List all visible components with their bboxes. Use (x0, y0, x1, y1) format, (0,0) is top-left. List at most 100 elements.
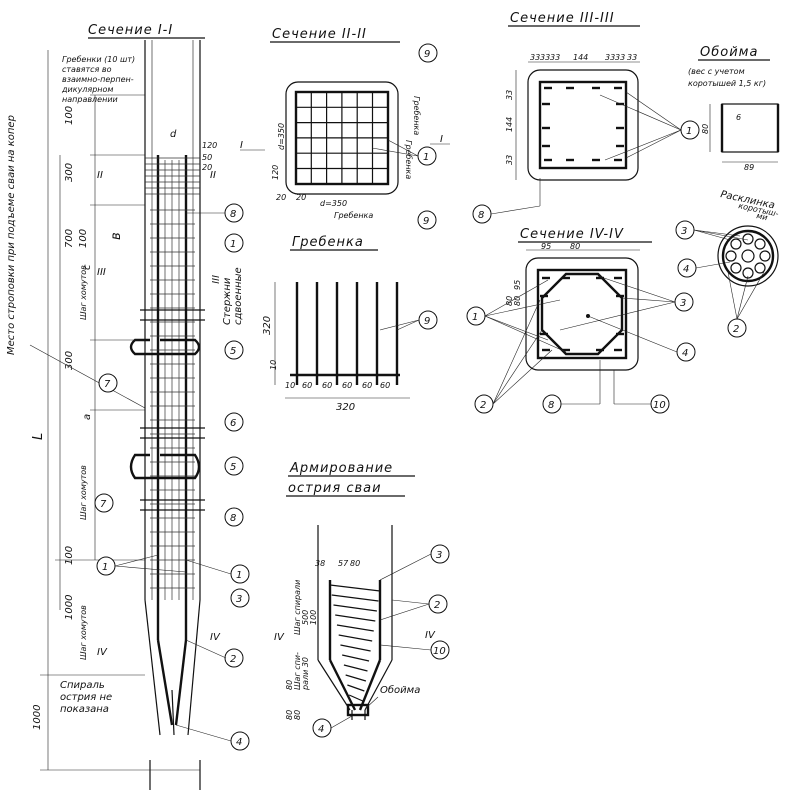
heading-section-1: Сечение I-I (88, 23, 173, 38)
spacer-rod (742, 233, 754, 245)
dim-100-mid: 100 (78, 229, 89, 248)
heading-spacer-3: ми (756, 211, 769, 222)
dim-s3-33g: 33 (505, 90, 514, 100)
spacer-rod (730, 262, 742, 274)
note-combs-2: ставятся во (62, 65, 112, 74)
note-spiral-2: острия не (60, 692, 112, 703)
svg-text:3: 3 (436, 550, 442, 561)
dim-l: L (31, 432, 46, 440)
dim-s3-33e: 33 (615, 53, 625, 62)
dim-s3-144-v: 144 (505, 117, 514, 132)
dim-1000-tip: 1000 (32, 705, 43, 730)
callout-5a: 5 (224, 340, 244, 360)
dim-500: 500 (301, 610, 310, 625)
dim-tip-80b: 80 (285, 710, 294, 720)
dim-80-tip: 80 (350, 559, 360, 568)
note-clamp-weight-2: коротышей 1,5 кг) (688, 79, 766, 88)
svg-text:2: 2 (434, 600, 440, 611)
stirrups (140, 209, 205, 589)
callout-2a: 2 (224, 648, 244, 668)
dim-comb-320-h: 320 (336, 402, 355, 413)
dim-s3-33h: 33 (505, 155, 514, 165)
dim-350-horizontal: d=350 (320, 199, 347, 208)
callout-2b: 2 (428, 594, 448, 614)
spacer-rod (759, 250, 771, 262)
callout-10b: 10 (650, 394, 670, 414)
section-4-cage (536, 268, 628, 360)
note-spiral-step-3: рали 30 (301, 657, 310, 691)
svg-text:1: 1 (686, 126, 692, 137)
note-spiral-3: показана (60, 704, 109, 715)
note-stirrup-step-1: Шаг хомутов (79, 265, 88, 320)
dim-100-low: 100 (64, 546, 75, 565)
svg-text:8: 8 (478, 210, 484, 221)
dim-tip-100: 100 (309, 610, 318, 625)
note-clamp-weight: (вес с учетом (688, 67, 745, 76)
dim-clamp-89: 89 (744, 163, 754, 172)
callout-9c: 9 (418, 310, 438, 330)
svg-text:4: 4 (683, 264, 689, 275)
section-2-outline (285, 81, 399, 195)
note-spiral: Спираль (60, 680, 105, 691)
label-comb-side-2: Гребенка (404, 140, 413, 179)
svg-text:7: 7 (100, 499, 107, 510)
spacer-rod (742, 267, 754, 279)
cut-IV-right: IV (210, 632, 221, 643)
dim-b: в (109, 231, 124, 240)
note-sling: Место строповки при подъеме сваи на копе… (6, 115, 17, 355)
note-combs: Гребенки (10 шт) (62, 55, 135, 64)
dim-c: c (82, 264, 93, 270)
section-4-outline (525, 257, 639, 371)
clamp-drawing (721, 103, 779, 153)
lifting-loop-upper (129, 338, 201, 356)
dim-comb-60-5: 60 (380, 381, 390, 390)
note-combs-5: направлении (62, 95, 118, 104)
lifting-loop-lower (129, 453, 201, 480)
svg-text:3: 3 (680, 298, 686, 309)
svg-text:3: 3 (681, 226, 687, 237)
callout-1a: 1 (224, 233, 244, 253)
dim-38: 38 (315, 559, 325, 568)
heading-tip-2: острия сваи (288, 481, 382, 496)
callout-7a: 7 (98, 373, 118, 393)
dim-s4-80-h: 80 (570, 242, 580, 251)
label-comb-side: Гребенка (412, 96, 421, 135)
callout-4b: 4 (312, 718, 332, 738)
svg-text:3: 3 (236, 594, 242, 605)
spacer-outer (717, 225, 779, 287)
svg-text:5: 5 (230, 346, 236, 357)
section-2-combs (296, 92, 388, 184)
callout-6: 6 (224, 412, 244, 432)
cut-IV-tip-right: IV (425, 630, 436, 641)
svg-text:2: 2 (230, 654, 236, 665)
cut-I-right: I (440, 134, 443, 145)
callout-9b: 9 (417, 210, 437, 230)
dim-comb-10-h: 10 (285, 381, 295, 390)
svg-text:2: 2 (733, 324, 739, 335)
svg-text:5: 5 (230, 462, 236, 473)
cut-II-right: II (210, 170, 216, 181)
callout-3b: 3 (430, 544, 450, 564)
cut-III-left: III (97, 267, 106, 278)
dim-s3-33f: 33 (627, 53, 637, 62)
dim-a: a (82, 414, 93, 420)
callout-1b: 1 (230, 564, 250, 584)
cut-IV-tip-left: IV (274, 632, 285, 643)
callout-8d: 8 (542, 394, 562, 414)
svg-text:10: 10 (653, 400, 666, 411)
dim-clamp-80: 80 (701, 124, 710, 134)
dim-s3-33b: 33 (540, 53, 550, 62)
cut-III-right: III (209, 275, 220, 284)
heading-section-3: Сечение III-III (510, 11, 615, 26)
heading-section-2: Сечение II-II (272, 27, 367, 42)
svg-text:9: 9 (423, 216, 429, 227)
heading-clamp: Обойма (700, 45, 758, 60)
callout-10a: 10 (430, 640, 450, 660)
dim-300-top: 300 (64, 163, 75, 182)
tip-spiral (329, 584, 381, 702)
callout-8b: 8 (224, 507, 244, 527)
note-spiral-step-2: Шаг спи- (293, 652, 302, 690)
label-clamp-tip: Обойма (380, 684, 420, 696)
spacer-rod (754, 262, 766, 274)
dim-120: 120 (202, 141, 217, 150)
